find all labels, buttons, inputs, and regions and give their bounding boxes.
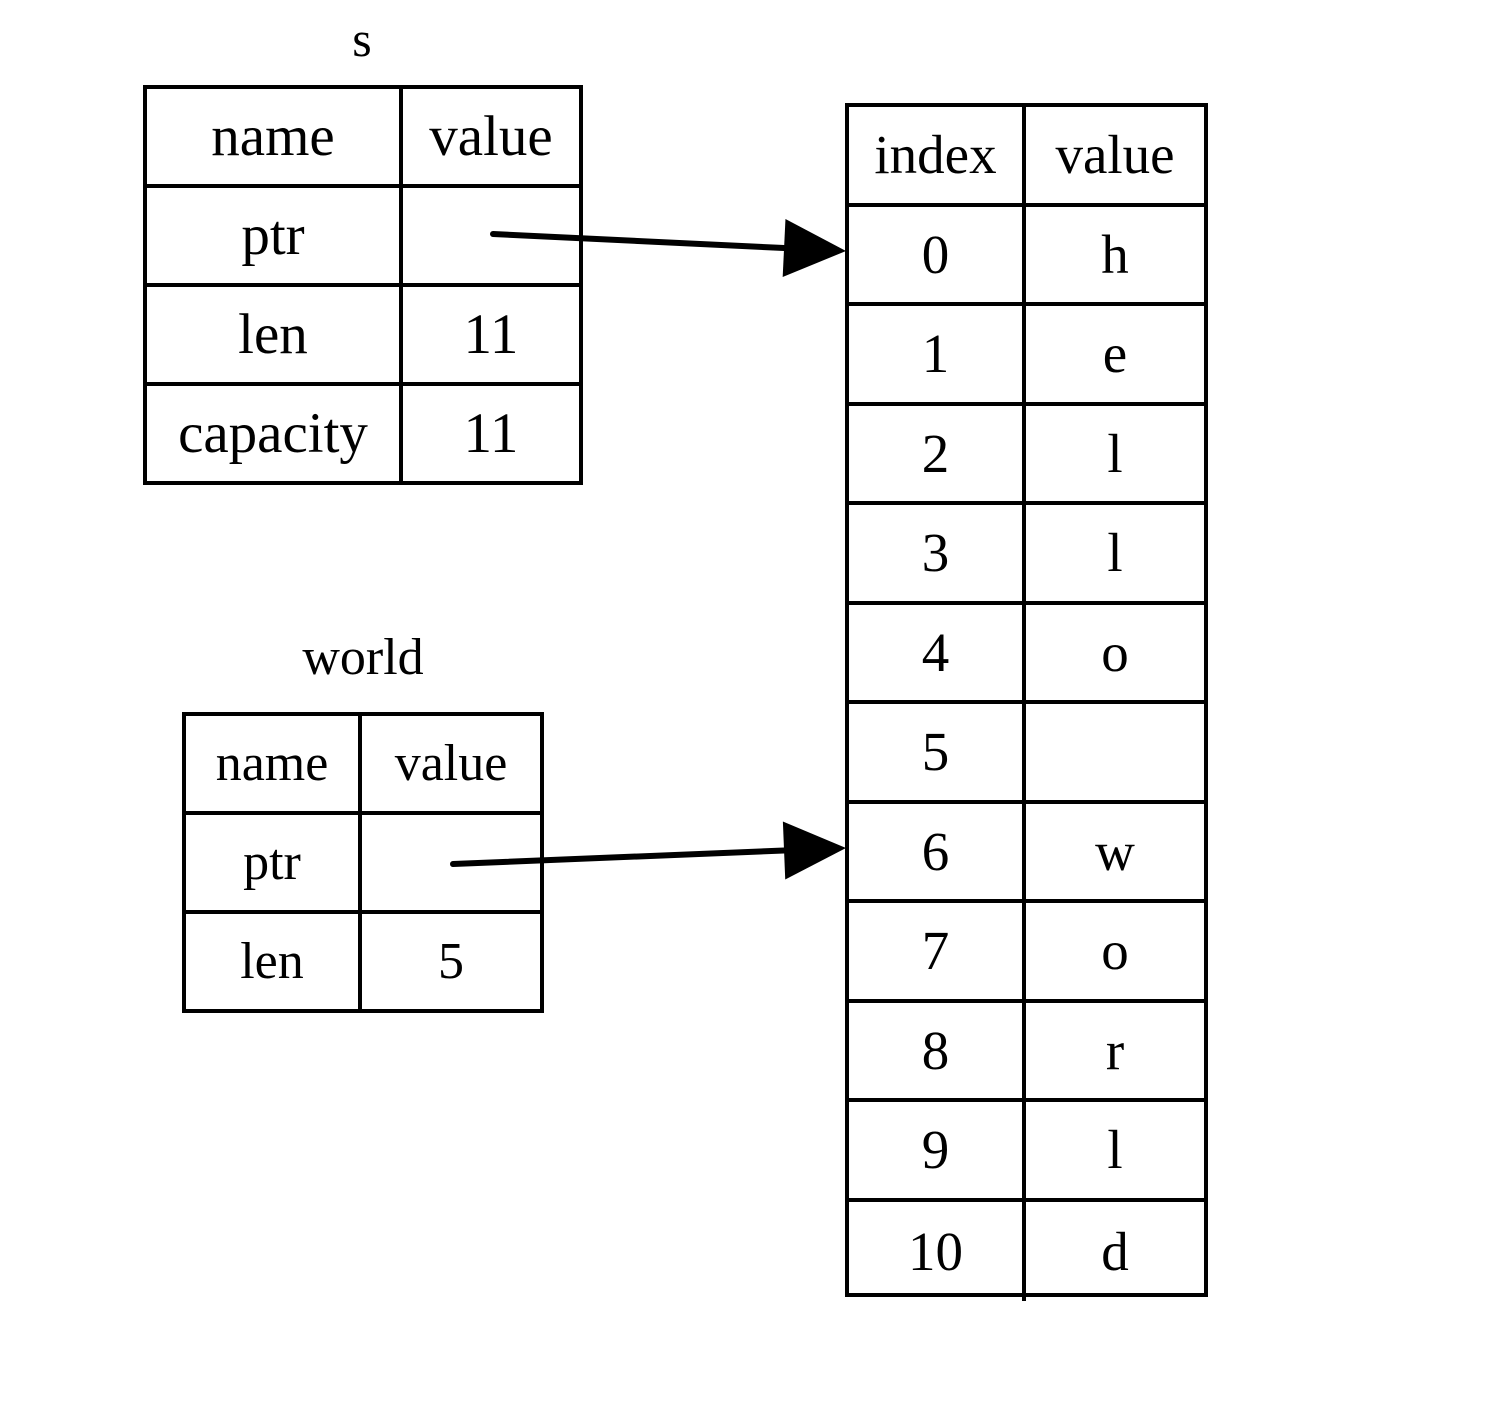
table-row: 1 e [849, 306, 1204, 406]
byte-index: 6 [849, 803, 1026, 899]
table-row: len 11 [147, 287, 579, 386]
table-header-row: name value [147, 89, 579, 188]
table-row: capacity 11 [147, 386, 579, 481]
table-row: 5 [849, 704, 1204, 804]
table-row: 7 o [849, 903, 1204, 1003]
byte-index: 8 [849, 1002, 1026, 1098]
byte-index: 5 [849, 704, 1026, 800]
byte-index: 10 [849, 1201, 1026, 1301]
byte-value: l [1107, 1119, 1123, 1181]
byte-index: 3 [849, 505, 1026, 601]
byte-value: h [1101, 223, 1129, 285]
header-value: value [394, 734, 508, 792]
table-row: len 5 [186, 914, 540, 1009]
table-header-row: index value [849, 107, 1204, 207]
header-name: name [147, 89, 403, 184]
field-name: len [147, 287, 403, 382]
byte-index: 1 [849, 306, 1026, 402]
struct-s-caption: s [352, 11, 372, 67]
byte-value: r [1105, 1019, 1125, 1081]
struct-world-table: name value ptr len 5 [182, 712, 544, 1013]
byte-value: d [1101, 1220, 1129, 1282]
field-value [403, 188, 579, 283]
byte-value: o [1101, 920, 1129, 982]
table-header-row: name value [186, 716, 540, 815]
byte-index: 0 [849, 206, 1026, 302]
header-name: name [186, 716, 362, 811]
byte-value [1026, 704, 1204, 800]
struct-world-caption: world [302, 629, 424, 686]
byte-array-table: index value 0 h 1 e 2 l 3 l 4 o 5 6 w [845, 103, 1208, 1301]
table-row: 0 h [849, 206, 1204, 306]
field-value: 11 [463, 303, 519, 366]
byte-value: w [1095, 820, 1135, 882]
table-row: ptr [147, 188, 579, 287]
header-index: index [849, 107, 1026, 203]
byte-index: 9 [849, 1102, 1026, 1198]
field-name: capacity [147, 386, 403, 481]
byte-index: 4 [849, 604, 1026, 700]
table-row: 8 r [849, 1002, 1204, 1102]
table-row: ptr [186, 815, 540, 914]
world-ptr-to-byte-6-head [782, 821, 846, 880]
s-ptr-to-byte-0-head [782, 219, 846, 277]
field-value: 5 [438, 932, 464, 990]
byte-value: e [1102, 323, 1128, 385]
byte-value: l [1107, 422, 1123, 484]
byte-index: 2 [849, 405, 1026, 501]
field-value [362, 815, 540, 910]
table-row: 6 w [849, 803, 1204, 903]
table-row: 2 l [849, 405, 1204, 505]
byte-value: o [1101, 621, 1129, 683]
field-value: 11 [463, 402, 519, 465]
header-value: value [1055, 124, 1175, 186]
byte-value: l [1107, 522, 1123, 584]
table-row: 9 l [849, 1102, 1204, 1202]
field-name: ptr [186, 815, 362, 910]
byte-index: 7 [849, 903, 1026, 999]
table-row: 3 l [849, 505, 1204, 605]
header-value: value [429, 105, 553, 168]
field-name: ptr [147, 188, 403, 283]
table-row: 10 d [849, 1201, 1204, 1301]
field-name: len [186, 914, 362, 1009]
table-row: 4 o [849, 604, 1204, 704]
struct-s-table: name value ptr len 11 capacity 11 [143, 85, 583, 485]
